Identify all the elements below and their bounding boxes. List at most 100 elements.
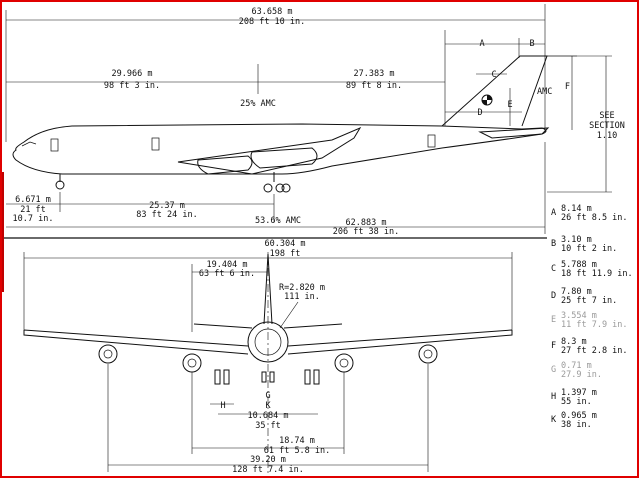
legend-m-f: 8.3 m [561, 337, 587, 347]
ref-to-tail-ft: 89 ft 8 in. [346, 81, 402, 91]
legend-row-a: A 8.14 m 26 ft 8.5 in. [551, 204, 628, 223]
see-section-1: SEE [599, 111, 614, 121]
inner-span-ft: 63 ft 6 in. [199, 269, 255, 279]
stabilizer-front [193, 323, 343, 329]
legend-row-f: F 8.3 m 27 ft 2.8 in. [551, 337, 628, 356]
legend-m-k: 0.965 m [561, 411, 597, 421]
fuselage [12, 123, 547, 175]
cockpit-window [21, 141, 37, 147]
legend-ft-c: 18 ft 11.9 in. [561, 269, 633, 279]
legend-ft-g: 27.9 in. [561, 370, 602, 380]
fin-marker-quadrant-1 [487, 95, 492, 100]
legend-key-h: H [551, 392, 556, 402]
tail-label-d: D [477, 108, 482, 118]
legend-key-c: C [551, 264, 556, 274]
legend-key-a: A [551, 208, 556, 218]
wing-right-front [287, 329, 513, 355]
see-section-2: SECTION [589, 121, 625, 131]
tail-label-a: A [479, 39, 484, 49]
wing-side [177, 126, 362, 175]
dimension-legend: A 8.14 m 26 ft 8.5 in. B 3.10 m 10 ft 2 … [551, 204, 633, 430]
see-section-3: 1.10 [597, 131, 617, 141]
span-m: 60.304 m [265, 239, 306, 249]
legend-row-g: G 0.71 m 27.9 in. [551, 361, 602, 380]
legend-m-g: 0.71 m [561, 361, 592, 371]
front-label-h: H [220, 401, 225, 411]
front-to-ref-ft: 98 ft 3 in. [104, 81, 160, 91]
main-gear-side [263, 172, 291, 193]
tail-label-b: B [529, 39, 534, 49]
legend-key-f: F [551, 341, 556, 351]
outer-engine-span-ft: 128 ft 7.4 in. [232, 465, 304, 475]
front-label-g: G [265, 391, 270, 401]
legend-row-h: H 1.397 m 55 in. [551, 388, 597, 407]
legend-ft-e: 11 ft 7.9 in. [561, 320, 628, 330]
outer-engine-span-m: 39.20 m [250, 455, 286, 465]
legend-ft-d: 25 ft 7 in. [561, 296, 617, 306]
legend-ft-f: 27 ft 2.8 in. [561, 346, 628, 356]
legend-m-d: 7.80 m [561, 287, 592, 297]
nose-gear-ft: 21 ft [20, 205, 46, 215]
nose-gear-m: 6.671 m [15, 195, 51, 205]
side-view: 63.658 m 208 ft 10 in. 29.966 m 98 ft 3 … [5, 4, 625, 237]
legend-key-e: E [551, 315, 556, 325]
nose-gear-in: 10.7 in. [13, 214, 54, 224]
radius-leader [279, 301, 299, 329]
track-ft: 35 ft [255, 421, 281, 431]
fuselage-length-ft: 206 ft 38 in. [333, 227, 400, 237]
overall-length-ft: 208 ft 10 in. [239, 17, 306, 27]
wheelbase-m: 25.37 m [149, 201, 185, 211]
legend-ft-k: 38 in. [561, 420, 592, 430]
horizontal-stabilizer [478, 127, 550, 139]
radius-ft: 111 in. [284, 292, 320, 302]
nose-gear-side [55, 174, 65, 190]
engine-span-ft: 61 ft 5.8 in. [264, 446, 331, 456]
vertical-fin [441, 55, 548, 127]
mid-ref-label: 53.6% AMC [255, 216, 301, 226]
engine-inner-side [197, 155, 253, 175]
span-ft: 198 ft [270, 249, 301, 259]
legend-m-h: 1.397 m [561, 388, 597, 398]
legend-row-b: B 3.10 m 10 ft 2 in. [551, 235, 617, 254]
wing-left-front [23, 329, 249, 355]
legend-key-k: K [551, 415, 557, 425]
fin-marker-quadrant-2 [482, 100, 487, 105]
legend-m-a: 8.14 m [561, 204, 592, 214]
wheelbase-ft: 83 ft 24 in. [136, 210, 197, 220]
legend-ft-b: 10 ft 2 in. [561, 244, 617, 254]
ref-to-tail-m: 27.383 m [354, 69, 395, 79]
legend-m-c: 5.788 m [561, 260, 597, 270]
overall-length-m: 63.658 m [252, 7, 293, 17]
front-label-k: K [265, 401, 271, 411]
tail-amc-label: AMC [537, 87, 552, 97]
ref-label: 25% AMC [240, 99, 276, 109]
legend-row-e: E 3.554 m 11 ft 7.9 in. [551, 311, 628, 330]
engine-outer-side [250, 147, 318, 169]
door-mid [151, 137, 160, 151]
inner-span-m: 19.404 m [207, 260, 248, 270]
tail-label-e: E [507, 100, 512, 110]
fuselage-length-m: 62.883 m [346, 218, 387, 228]
legend-key-d: D [551, 291, 556, 301]
landing-gear-front [214, 369, 320, 385]
legend-row-c: C 5.788 m 18 ft 11.9 in. [551, 260, 633, 279]
legend-ft-a: 26 ft 8.5 in. [561, 213, 628, 223]
door-front [50, 138, 59, 152]
legend-key-b: B [551, 239, 556, 249]
tail-label-c: C [491, 70, 496, 80]
legend-ft-h: 55 in. [561, 397, 592, 407]
legend-row-k: K 0.965 m 38 in. [551, 411, 597, 430]
radius-m: R=2.820 m [279, 283, 325, 293]
door-rear [427, 134, 436, 148]
engine-span-m: 18.74 m [279, 436, 315, 446]
track-m: 10.684 m [248, 411, 289, 421]
legend-m-b: 3.10 m [561, 235, 592, 245]
tail-label-f: F [565, 82, 570, 92]
front-view: 60.304 m 198 ft 19.404 m 63 ft 6 in. R=2… [23, 239, 513, 476]
front-to-ref-m: 29.966 m [112, 69, 153, 79]
legend-m-e: 3.554 m [561, 311, 597, 321]
legend-row-d: D 7.80 m 25 ft 7 in. [551, 287, 617, 306]
legend-key-g: G [551, 365, 556, 375]
